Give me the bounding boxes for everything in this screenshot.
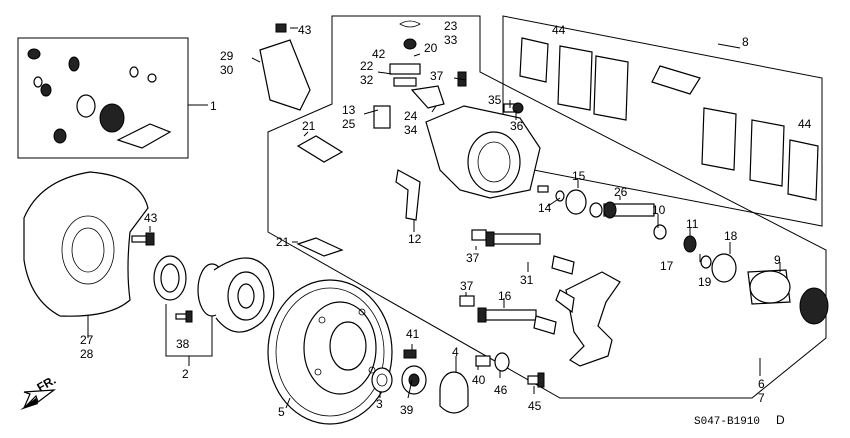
label-44-right: 44 <box>798 117 812 131</box>
label-16: 16 <box>498 289 512 303</box>
label-37-low: 37 <box>460 279 474 293</box>
label-43-top: 43 <box>298 23 312 37</box>
shims <box>296 135 344 257</box>
label-26: 26 <box>614 185 628 199</box>
hub-assembly <box>153 255 275 333</box>
label-33: 33 <box>444 33 458 47</box>
label-37-mid: 37 <box>466 251 480 265</box>
label-40: 40 <box>472 373 486 387</box>
label-36: 36 <box>510 119 524 133</box>
label-11: 11 <box>686 217 699 231</box>
label-25: 25 <box>342 117 356 131</box>
label-45: 45 <box>528 399 542 413</box>
label-7: 7 <box>758 391 765 405</box>
caliper-box-6-7 <box>267 15 827 399</box>
label-38: 38 <box>176 337 190 351</box>
label-46: 46 <box>494 383 508 397</box>
label-17: 17 <box>660 259 674 273</box>
diagram-suffix: D <box>776 413 785 427</box>
label-19: 19 <box>698 275 712 289</box>
caliper-bracket <box>555 271 621 367</box>
label-28: 28 <box>80 347 94 361</box>
pad-clip <box>395 169 421 221</box>
label-14: 14 <box>538 201 552 215</box>
label-3: 3 <box>376 397 383 411</box>
label-31: 31 <box>520 273 534 287</box>
label-21-top: 21 <box>302 119 316 133</box>
label-37-top: 37 <box>430 69 444 83</box>
callout-lines <box>251 27 781 399</box>
part-number-labels: 1 2 3 4 5 6 7 8 9 10 11 12 13 14 15 16 1… <box>80 19 812 419</box>
label-1: 1 <box>210 99 217 113</box>
brake-rotor <box>267 279 393 425</box>
label-21-bottom: 21 <box>276 235 290 249</box>
label-18: 18 <box>724 229 738 243</box>
label-4: 4 <box>452 345 459 359</box>
label-23: 23 <box>444 19 458 33</box>
label-29: 29 <box>220 49 234 63</box>
label-15: 15 <box>572 169 586 183</box>
brake-pads <box>519 37 819 201</box>
piston-parts <box>537 185 829 325</box>
label-42: 42 <box>372 47 386 61</box>
label-2: 2 <box>182 367 189 381</box>
label-10: 10 <box>652 203 666 217</box>
bolt-43-left <box>131 232 155 246</box>
pad-box-8 <box>502 15 823 227</box>
label-5: 5 <box>278 405 285 419</box>
guide-pins <box>459 229 575 335</box>
label-39: 39 <box>400 403 414 417</box>
label-44-top: 44 <box>552 23 566 37</box>
label-24: 24 <box>404 109 418 123</box>
label-27: 27 <box>80 333 94 347</box>
label-8: 8 <box>742 35 749 49</box>
kit-box-1 <box>17 37 208 159</box>
caliper-body <box>410 85 541 199</box>
diagram-code: S047-B1910 <box>694 416 760 428</box>
center-parts <box>371 365 469 414</box>
label-32: 32 <box>360 73 374 87</box>
label-41: 41 <box>406 327 420 341</box>
front-direction-arrow <box>20 389 56 410</box>
seal-kit-parts <box>27 48 172 149</box>
label-34: 34 <box>404 123 418 137</box>
label-20: 20 <box>424 41 438 55</box>
label-30: 30 <box>220 63 234 77</box>
label-43-left: 43 <box>144 211 158 225</box>
label-9: 9 <box>774 253 781 267</box>
label-22: 22 <box>360 59 374 73</box>
label-12: 12 <box>408 232 422 246</box>
hub-bracket-2 <box>165 300 213 366</box>
label-13: 13 <box>342 103 356 117</box>
label-35: 35 <box>488 93 502 107</box>
small-bolts-lower <box>403 349 545 388</box>
label-6: 6 <box>758 377 765 391</box>
splash-shield <box>23 171 149 317</box>
